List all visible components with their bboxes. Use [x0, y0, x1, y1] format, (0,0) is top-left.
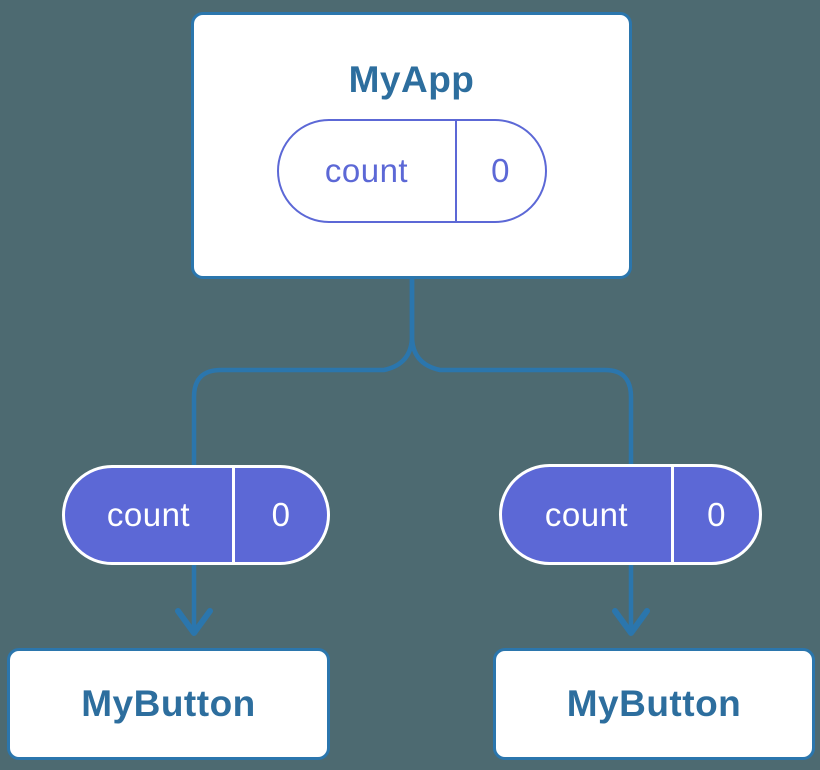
- node-myapp-title: MyApp: [348, 59, 475, 100]
- state-name-label: count: [324, 152, 409, 189]
- left-child-state-pill: count 0: [62, 465, 330, 565]
- edge-root-to-left-child: [191, 276, 415, 631]
- state-value-label: 0: [671, 467, 759, 562]
- myapp-state-pill: count 0: [276, 119, 547, 223]
- arrowhead-left-icon: [175, 608, 213, 636]
- arrowhead-right-icon: [612, 608, 650, 636]
- node-mybutton-title: MyButton: [81, 683, 256, 724]
- node-mybutton-title: MyButton: [566, 683, 742, 724]
- node-mybutton-left: MyButton: [7, 648, 330, 760]
- node-mybutton-right: MyButton: [493, 648, 815, 760]
- node-myapp: MyApp count 0: [191, 12, 632, 279]
- right-child-state-pill: count 0: [499, 464, 762, 565]
- state-name-label: count: [106, 496, 191, 533]
- edge-root-to-right-child: [409, 276, 634, 631]
- state-value-label: 0: [454, 121, 545, 221]
- state-value-label: 0: [232, 468, 327, 562]
- state-name-label: count: [544, 495, 629, 533]
